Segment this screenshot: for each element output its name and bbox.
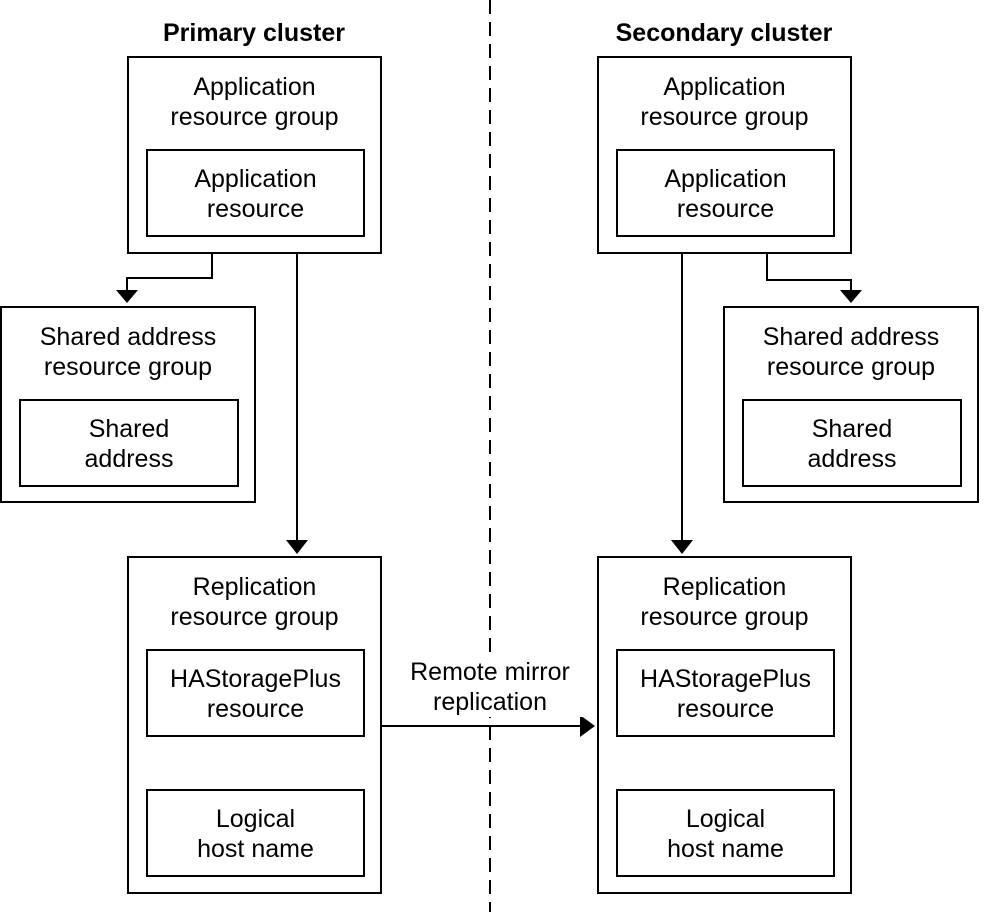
replication-arrowhead <box>580 715 595 737</box>
primary-shared-address-label: Shared address <box>84 415 174 473</box>
secondary-shared-group-label: Shared address resource group <box>762 323 940 381</box>
primary-app-to-repl-arrowhead <box>286 540 308 554</box>
secondary-app-to-shared-arrowhead <box>840 290 862 303</box>
replication-label: Remote mirror replication <box>396 657 584 717</box>
secondary-app-resource: Application resource <box>616 149 835 237</box>
secondary-cluster-title: Secondary cluster <box>615 19 833 47</box>
primary-logical-host-label: Logical host name <box>197 805 314 863</box>
secondary-app-resource-label: Application resource <box>664 165 787 223</box>
primary-repl-group-label: Replication resource group <box>170 573 339 631</box>
secondary-app-resource-group: Application resource group Application r… <box>597 56 852 254</box>
primary-hastorageplus-resource: HAStoragePlus resource <box>146 649 365 737</box>
secondary-shared-address-group: Shared address resource group Shared add… <box>723 306 979 503</box>
primary-app-resource: Application resource <box>146 149 365 237</box>
secondary-app-to-repl-arrowhead <box>671 540 693 554</box>
primary-shared-address-group: Shared address resource group Shared add… <box>0 306 256 503</box>
primary-shared-address: Shared address <box>19 399 239 487</box>
secondary-app-to-shared-arrow <box>766 253 852 292</box>
secondary-shared-address-label: Shared address <box>807 415 897 473</box>
secondary-hastorage-label: HAStoragePlus resource <box>640 665 811 723</box>
secondary-repl-group-label: Replication resource group <box>640 573 809 631</box>
secondary-shared-address: Shared address <box>742 399 962 487</box>
secondary-app-group-label: Application resource group <box>640 73 809 131</box>
primary-app-resource-label: Application resource <box>194 165 317 223</box>
primary-app-to-shared-arrow <box>126 253 213 292</box>
primary-cluster-title: Primary cluster <box>162 19 346 47</box>
primary-shared-group-label: Shared address resource group <box>39 323 217 381</box>
secondary-replication-group: Replication resource group HAStoragePlus… <box>597 556 852 894</box>
primary-app-to-shared-arrowhead <box>116 290 138 303</box>
primary-app-resource-group: Application resource group Application r… <box>127 56 382 254</box>
secondary-hastorageplus-resource: HAStoragePlus resource <box>616 649 835 737</box>
primary-logical-host: Logical host name <box>146 789 365 877</box>
secondary-logical-host-label: Logical host name <box>667 805 784 863</box>
secondary-logical-host: Logical host name <box>616 789 835 877</box>
primary-replication-group: Replication resource group HAStoragePlus… <box>127 556 382 894</box>
primary-hastorage-label: HAStoragePlus resource <box>170 665 341 723</box>
primary-app-group-label: Application resource group <box>170 73 339 131</box>
